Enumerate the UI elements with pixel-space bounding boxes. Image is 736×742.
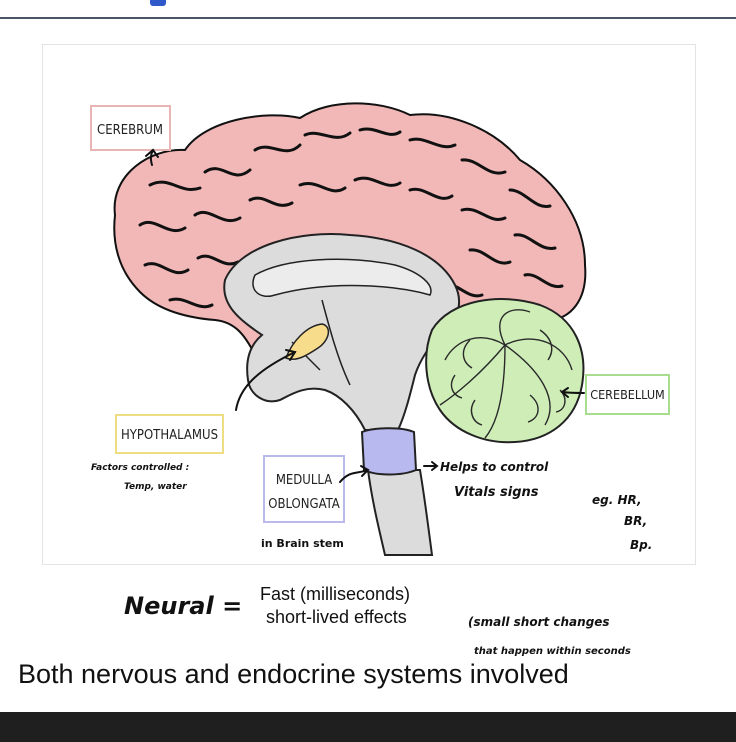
hypothalamus-label-box <box>115 414 224 454</box>
headline: Both nervous and endocrine systems invol… <box>18 659 569 689</box>
hypothalamus-note-line1: Factors controlled : <box>91 463 189 473</box>
neural-line1: Fast (milliseconds) <box>260 584 411 604</box>
vitals-example-1: eg. HR, <box>592 493 642 507</box>
bottom-toolbar <box>0 712 736 742</box>
hypothalamus-note-line2: Temp, water <box>124 482 187 492</box>
inner-brain <box>223 233 460 431</box>
hypothalamus-shape <box>285 323 330 360</box>
vitals-example-3: Bp. <box>630 538 652 552</box>
header-divider <box>0 17 736 19</box>
cerebellum <box>425 298 585 444</box>
brainstem <box>366 469 434 556</box>
cerebellum-label-box <box>585 374 670 415</box>
neural-label: Neural = <box>124 592 242 620</box>
brainstem-shape <box>366 469 434 556</box>
neural-note-line2: that happen within seconds <box>474 646 631 657</box>
medulla-arrow <box>339 469 369 483</box>
medulla-label-line2: OBLONGATA <box>268 497 339 512</box>
cerebellum-arrow <box>561 391 585 394</box>
vitals-example-2: BR, <box>624 514 647 528</box>
medulla-label-line1: MEDULLA <box>276 473 332 488</box>
annotation-arrows <box>145 148 585 483</box>
hypothalamus-arrow <box>235 351 296 411</box>
brainstem-note: in Brain stem <box>261 537 344 550</box>
header-accent <box>150 0 166 6</box>
vitals-note-line2: Vitals signs <box>454 485 539 500</box>
vitals-note-line1: Helps to control <box>440 460 549 474</box>
neural-note-line1: (small short changes <box>468 615 610 629</box>
cerebrum-label-box <box>90 105 171 151</box>
hypothalamus-label: HYPOTHALAMUS <box>121 428 218 443</box>
medulla-oblongata-shape <box>360 427 418 476</box>
medulla-label-box <box>263 455 345 523</box>
cerebellum-label: CEREBELLUM <box>590 387 665 402</box>
neural-line2: short-lived effects <box>266 607 407 627</box>
cerebrum-label: CEREBRUM <box>97 123 163 138</box>
